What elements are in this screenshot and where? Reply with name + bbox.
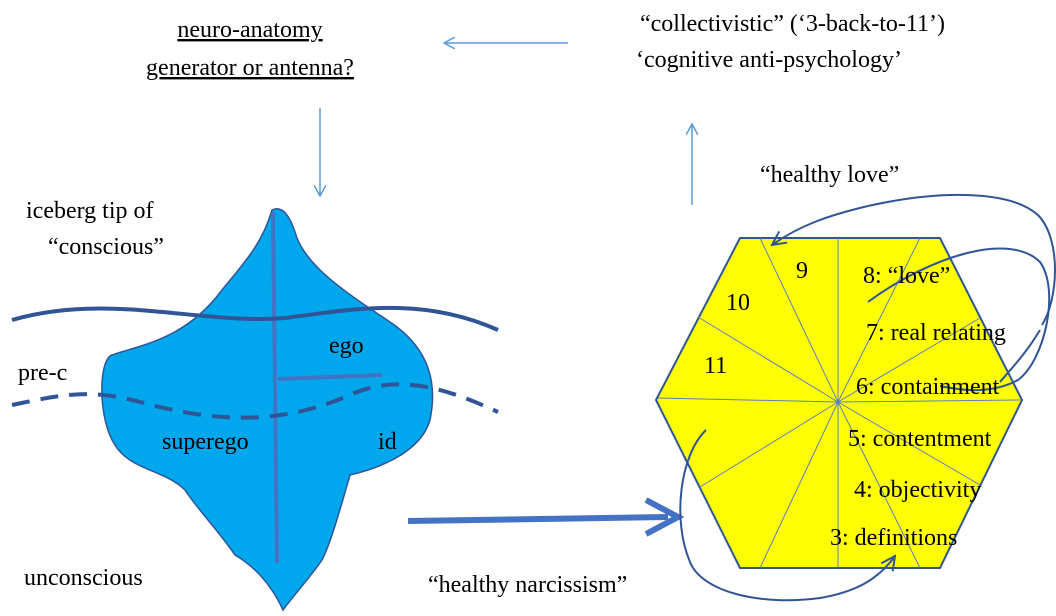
healthy-love-title: “healthy love” <box>760 162 899 188</box>
ego-label: ego <box>329 333 364 359</box>
superego-label: superego <box>162 429 249 455</box>
header-left-line1: neuro-anatomy <box>177 17 322 43</box>
iceberg-horizontal-divider <box>277 373 383 381</box>
hexagon-spokes <box>657 237 1021 569</box>
segment-label-5: 5: contentment <box>848 426 992 452</box>
header-right-line1: “collectivistic” (‘3-back-to-11’) <box>640 11 945 37</box>
iceberg-shape <box>101 208 434 612</box>
segment-label-10: 10 <box>726 290 750 316</box>
hexagon <box>654 237 1024 569</box>
segment-label-9: 9 <box>796 258 808 284</box>
conscious-boundary-line <box>11 305 499 332</box>
iceberg-tip-label-line2: “conscious” <box>48 234 164 260</box>
healthy-love-arc <box>772 205 1041 383</box>
segment-label-4: 4: objectivity <box>854 477 981 503</box>
iceberg-tip-label-line1: iceberg tip of <box>26 198 154 224</box>
id-label: id <box>378 429 397 455</box>
healthy-narcissism-loop <box>679 429 895 602</box>
header-left-line2: generator or antenna? <box>146 55 354 81</box>
unconscious-label: unconscious <box>24 565 143 591</box>
iceberg <box>11 208 499 612</box>
segment-label-7: 7: real relating <box>866 320 1006 346</box>
iceberg-vertical-divider <box>271 211 279 564</box>
thick-arrow-to-hexagon <box>407 497 685 537</box>
preconscious-boundary-line <box>11 382 499 420</box>
segment-label-8: 8: “love” <box>863 263 950 289</box>
segment-label-6: 6: containment <box>856 374 1000 400</box>
pre-c-label: pre-c <box>18 360 67 386</box>
segment-label-3: 3: definitions <box>830 525 957 551</box>
healthy-love-loop <box>867 247 1051 392</box>
healthy-narcissism-caption: “healthy narcissism” <box>428 572 627 598</box>
segment-label-11: 11 <box>704 353 727 379</box>
healthy-love-arrow <box>867 193 1056 326</box>
header-right-line2: ‘cognitive anti-psychology’ <box>636 47 902 73</box>
